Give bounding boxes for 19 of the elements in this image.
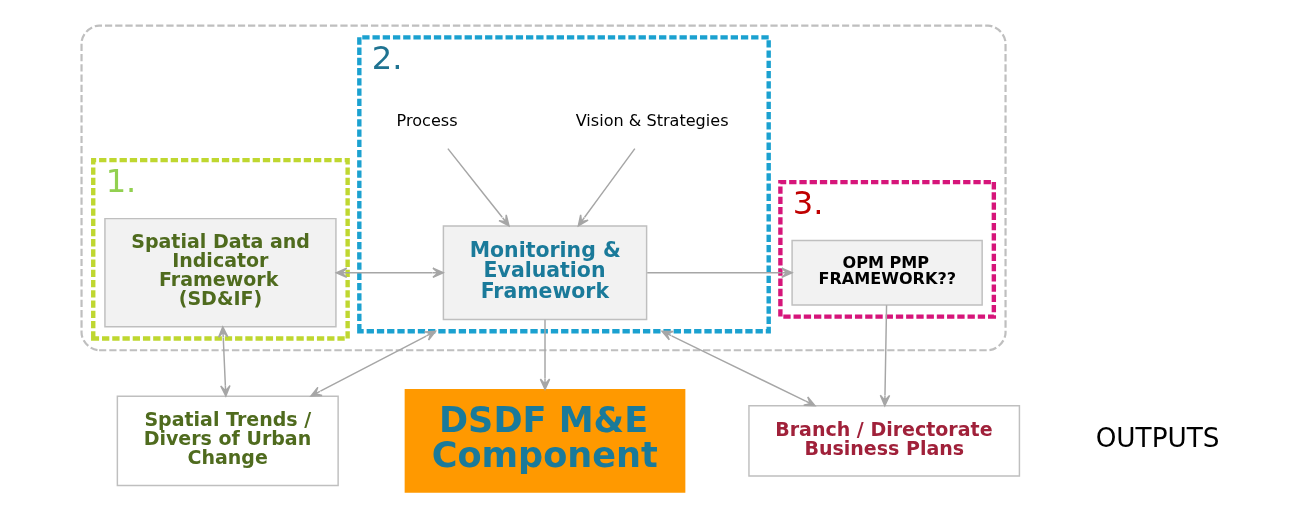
arrow bbox=[309, 330, 436, 397]
arrow bbox=[539, 319, 550, 391]
node-box: Spatial Trends / Divers of Urban Change bbox=[116, 395, 339, 487]
node-box: Monitoring & Evaluation Framework bbox=[442, 225, 647, 321]
arrow bbox=[646, 267, 793, 279]
label: OUTPUTS bbox=[1095, 423, 1220, 454]
node-box: Branch / Directorate Business Plans bbox=[747, 405, 1020, 477]
node-box: DSDF M&E Component bbox=[404, 388, 685, 493]
node-box: OPM PMP FRAMEWORK?? bbox=[790, 239, 983, 306]
arrow bbox=[577, 147, 636, 227]
node-text: Process bbox=[396, 111, 458, 131]
arrow bbox=[217, 326, 231, 397]
arrow bbox=[879, 304, 890, 407]
node-text: Vision & Strategies bbox=[575, 111, 729, 131]
cluster bbox=[79, 24, 1007, 352]
node-box: Spatial Data and Indicator Framework (SD&IF) bbox=[103, 217, 337, 328]
arrow bbox=[446, 147, 510, 227]
arrow bbox=[335, 267, 444, 279]
arrow bbox=[660, 330, 816, 407]
